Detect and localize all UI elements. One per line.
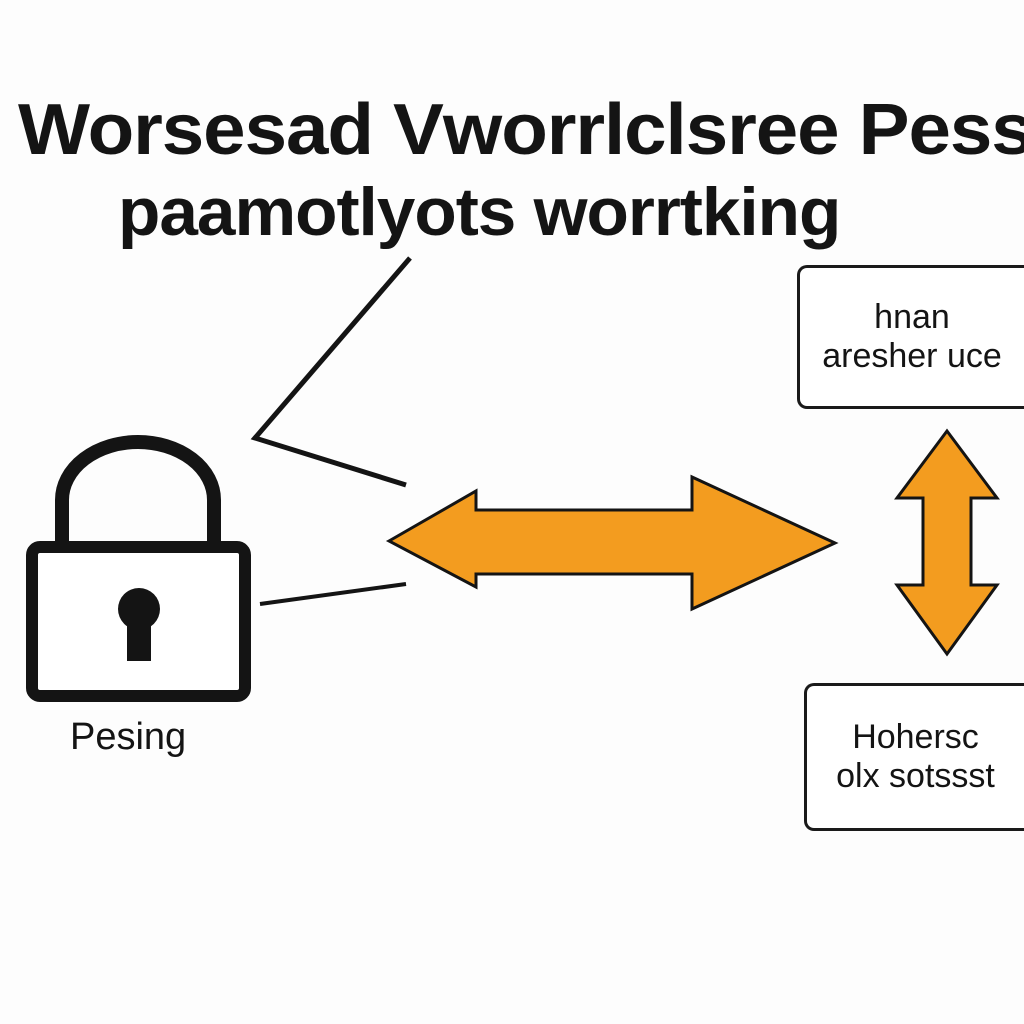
- info-box-bottom-line-2: olx sotssst: [836, 757, 995, 795]
- info-box-top-line-2: aresher uce: [822, 337, 1002, 375]
- connector-line-upper: [250, 256, 412, 488]
- title-line-1: Worsesad Vworrlclsree Pessee: [18, 90, 1024, 170]
- keyhole-slot: [127, 612, 151, 661]
- connector-line-lower: [259, 582, 407, 606]
- info-box-bottom: Hohersc olx sotssst: [804, 683, 1024, 831]
- padlock-shackle: [55, 435, 221, 546]
- horizontal-double-arrow-icon: [385, 474, 839, 612]
- padlock-icon: [26, 435, 251, 702]
- info-box-top: hnan aresher uce: [797, 265, 1024, 409]
- info-box-top-line-1: hnan: [874, 297, 950, 336]
- info-box-bottom-line-1: Hohersc: [852, 717, 979, 756]
- padlock-label: Pesing: [70, 716, 187, 758]
- title-line-2: paamotlyots worrtking: [118, 174, 841, 250]
- vertical-double-arrow-icon: [894, 428, 1000, 657]
